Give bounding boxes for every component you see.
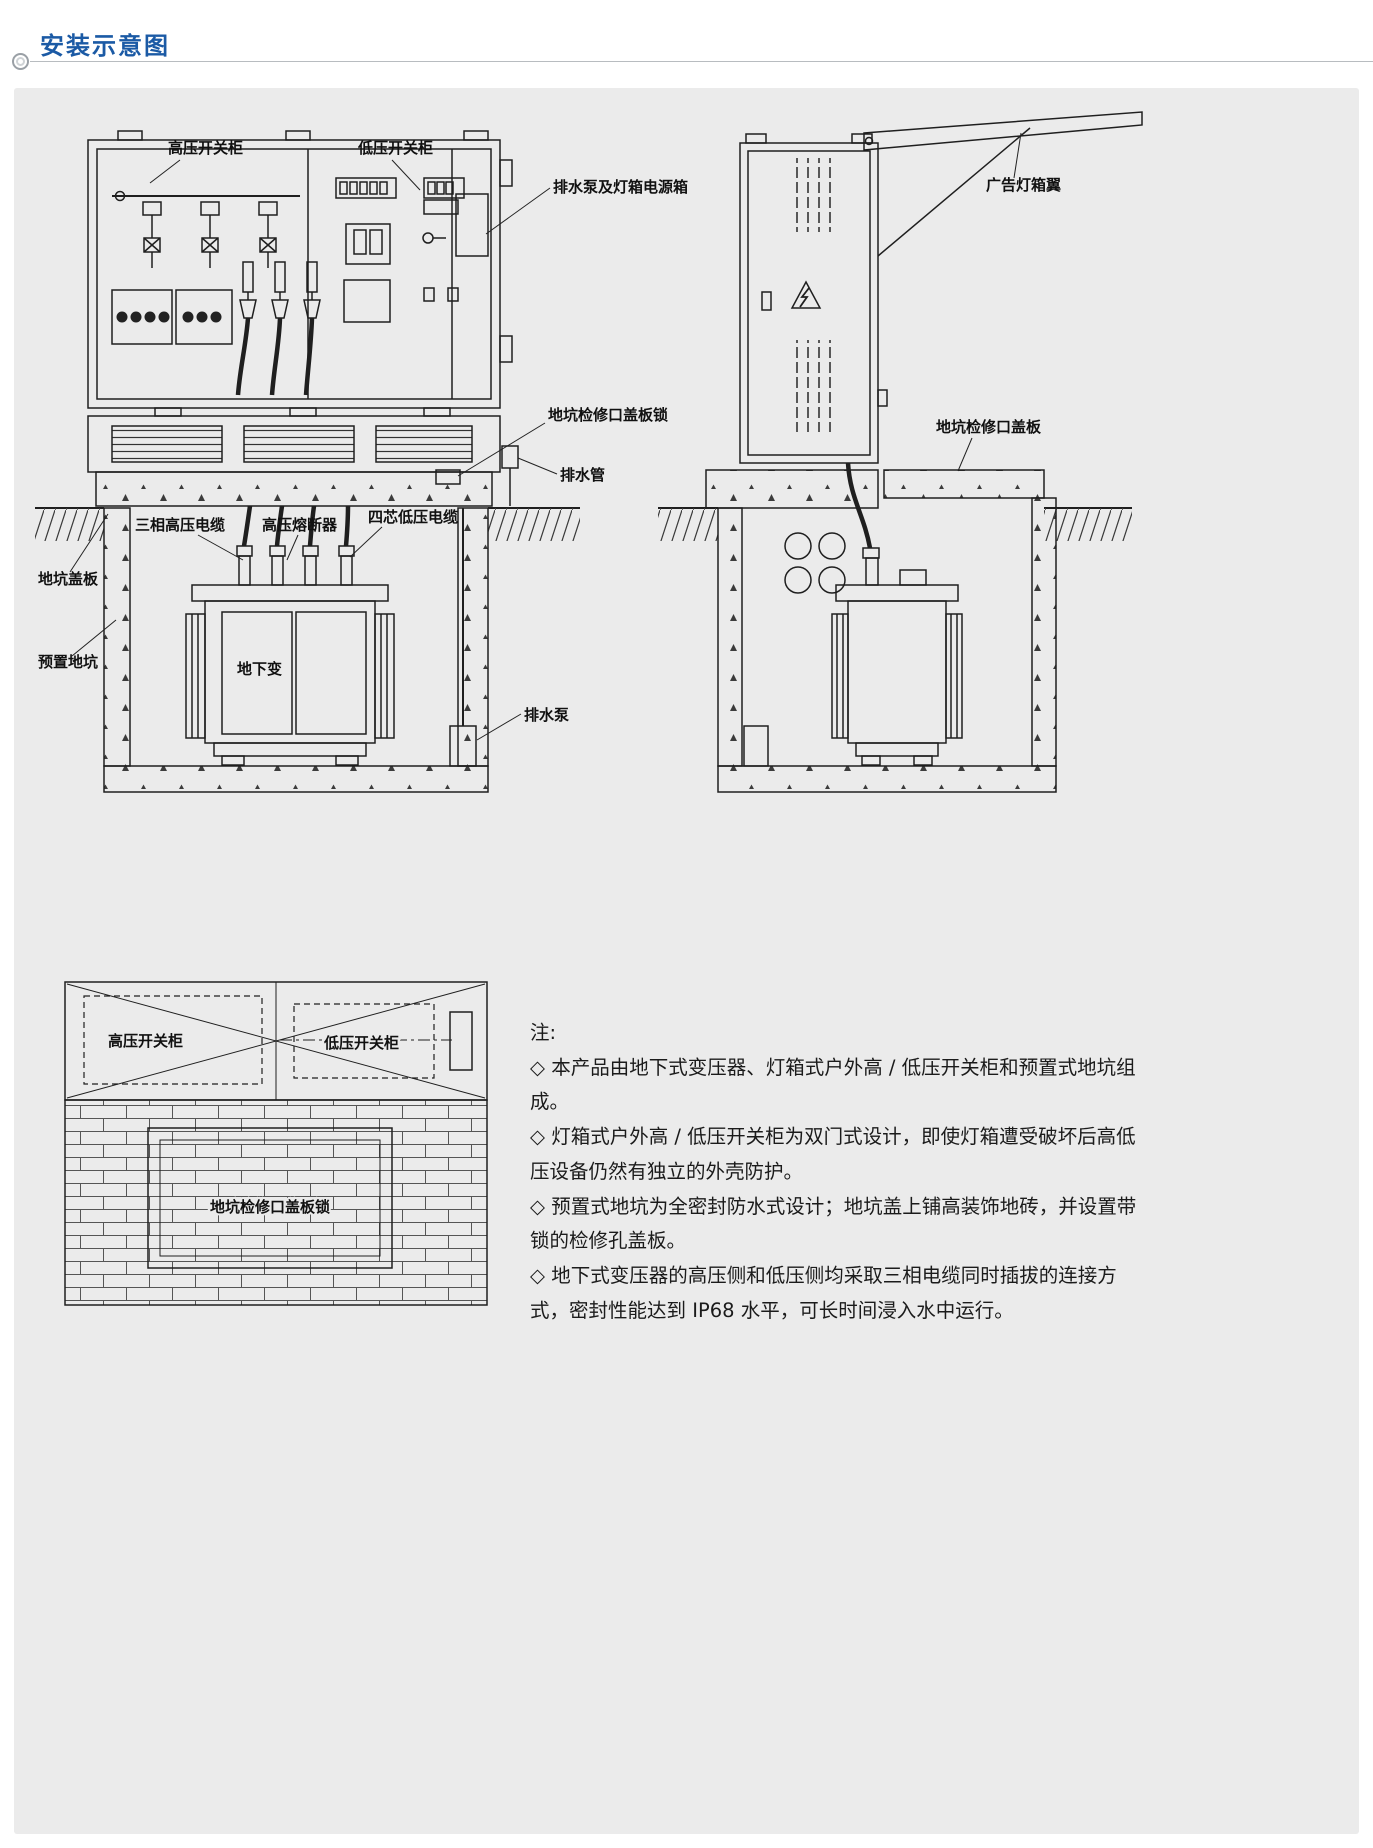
label-three-phase-hv-cable: 三相高压电缆 — [135, 516, 225, 534]
note-item: ◇ 灯箱式户外高 / 低压开关柜为双门式设计，即使灯箱遭受破坏后高低压设备仍然有… — [530, 1125, 1136, 1183]
label-top-hv-cabinet: 高压开关柜 — [108, 1032, 183, 1050]
label-pump-power-box: 排水泵及灯箱电源箱 — [553, 178, 688, 196]
warning-sign-icon — [790, 280, 822, 309]
side-view-diagram — [658, 111, 1143, 793]
pit-side — [717, 497, 1057, 793]
ground-side — [658, 469, 1132, 541]
cabinet-side — [739, 133, 888, 464]
drain-pump — [449, 508, 477, 767]
ground-front — [35, 507, 580, 541]
cable-termination-boxes — [111, 289, 233, 345]
pit-lock — [435, 469, 461, 485]
notes-heading: 注: — [530, 1021, 557, 1044]
label-ad-light-box-wing: 广告灯箱翼 — [986, 176, 1061, 194]
hv-fuse-units — [235, 261, 321, 396]
note-item: ◇ 地下式变压器的高压侧和低压侧均采取三相电缆同时插拔的连接方式，密封性能达到 … — [530, 1263, 1117, 1322]
hv-feeder-units — [142, 201, 278, 268]
ring-icon — [12, 53, 29, 70]
notes: 注: ◇ 本产品由地下式变压器、灯箱式户外高 / 低压开关柜和预置式地坑组成。 … — [530, 1016, 1144, 1328]
top-view-diagram — [64, 981, 488, 1306]
cabinet-front — [87, 130, 513, 409]
label-pit-cover: 地坑盖板 — [38, 570, 99, 588]
note-item: ◇ 本产品由地下式变压器、灯箱式户外高 / 低压开关柜和预置式地坑组成。 — [530, 1055, 1136, 1114]
diagram-labels: 高压开关柜 低压开关柜 排水泵及灯箱电源箱 地坑检修口盖板锁 排水管 三相高压电… — [38, 139, 1061, 1218]
label-drain-pump: 排水泵 — [524, 706, 569, 724]
label-drain-pipe: 排水管 — [560, 466, 605, 484]
label-pit-access-lock: 地坑检修口盖板锁 — [548, 406, 668, 424]
lv-section — [335, 177, 465, 323]
note-item: ◇ 预置式地坑为全密封防水式设计；地坑盖上铺高装饰地砖，并设置带锁的检修孔盖板。 — [530, 1194, 1137, 1253]
header-divider — [30, 61, 1373, 62]
label-preset-pit: 预置地坑 — [38, 653, 98, 671]
label-top-pit-access-lock: 地坑检修口盖板锁 — [210, 1198, 330, 1216]
page-title: 安装示意图 — [40, 32, 170, 60]
label-front-lv-cabinet: 低压开关柜 — [357, 139, 433, 157]
label-hv-fuse: 高压熔断器 — [262, 516, 338, 534]
label-side-pit-access-cover: 地坑检修口盖板 — [936, 418, 1042, 436]
label-top-lv-cabinet: 低压开关柜 — [323, 1034, 399, 1052]
leader-lines — [69, 132, 1022, 741]
label-front-hv-cabinet: 高压开关柜 — [168, 139, 243, 157]
pit-access-cover-plate — [883, 469, 1045, 499]
drain-pipe-outlet — [501, 445, 519, 469]
ad-wing — [863, 111, 1143, 257]
transformer-front — [185, 505, 395, 766]
label-four-core-lv-cable: 四芯低压电缆 — [368, 508, 458, 526]
label-underground-transformer: 地下变 — [237, 660, 282, 678]
pump-power-box — [455, 193, 489, 257]
brick-paving — [64, 1099, 488, 1306]
transformer-side — [831, 462, 963, 766]
front-view-diagram — [35, 130, 580, 793]
base-louvers — [87, 407, 519, 507]
